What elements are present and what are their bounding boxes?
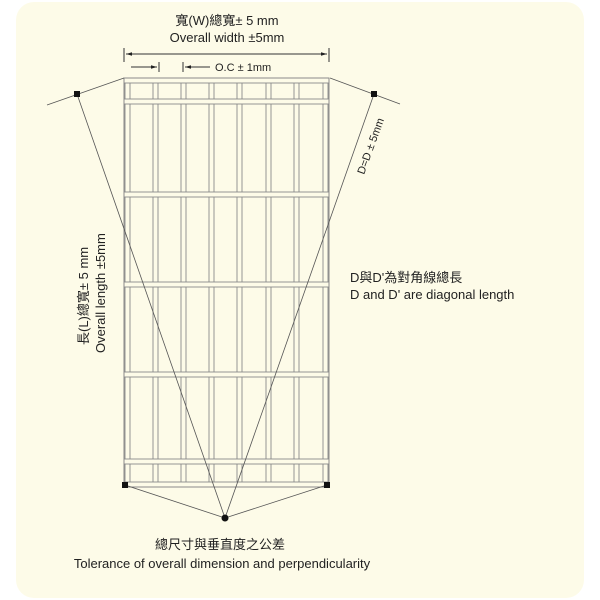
- cross-bar: [123, 77, 330, 84]
- measurement-points: [74, 91, 377, 522]
- cross-bar: [123, 371, 330, 378]
- cross-bar: [123, 281, 330, 288]
- point-marker-bottom-right: [324, 482, 330, 488]
- point-marker-left: [74, 91, 80, 97]
- cross-bar: [123, 458, 330, 465]
- diagonal-label-en: D and D' are diagonal length: [350, 287, 514, 302]
- width-label-zh: 寬(W)總寬± 5 mm: [175, 13, 278, 28]
- tolerance-label-zh: 總尺寸與垂直度之公差: [155, 537, 285, 552]
- point-marker-bottom-left: [122, 482, 128, 488]
- diagonal-label-zh: D與D'為對角線總長: [350, 270, 462, 285]
- grating-frame: [123, 77, 330, 488]
- diagonal-lines: [46, 77, 401, 519]
- length-label-zh: 長(L)總寬± 5 mm: [76, 247, 91, 345]
- diagonal-tolerance-label: D=D ± 5mm: [356, 117, 387, 176]
- grating-panel: [123, 77, 330, 488]
- width-label-en: Overall width ±5mm: [170, 30, 285, 45]
- point-marker-bottom: [221, 514, 229, 522]
- length-label-en: Overall length ±5mm: [93, 233, 108, 353]
- width-dimension: [123, 48, 330, 72]
- point-marker-right: [371, 91, 377, 97]
- oc-label: O.C ± 1mm: [215, 62, 271, 74]
- cross-bar: [123, 191, 330, 198]
- cross-bar: [123, 481, 330, 488]
- tolerance-label-en: Tolerance of overall dimension and perpe…: [74, 556, 371, 571]
- cross-bar: [123, 98, 330, 105]
